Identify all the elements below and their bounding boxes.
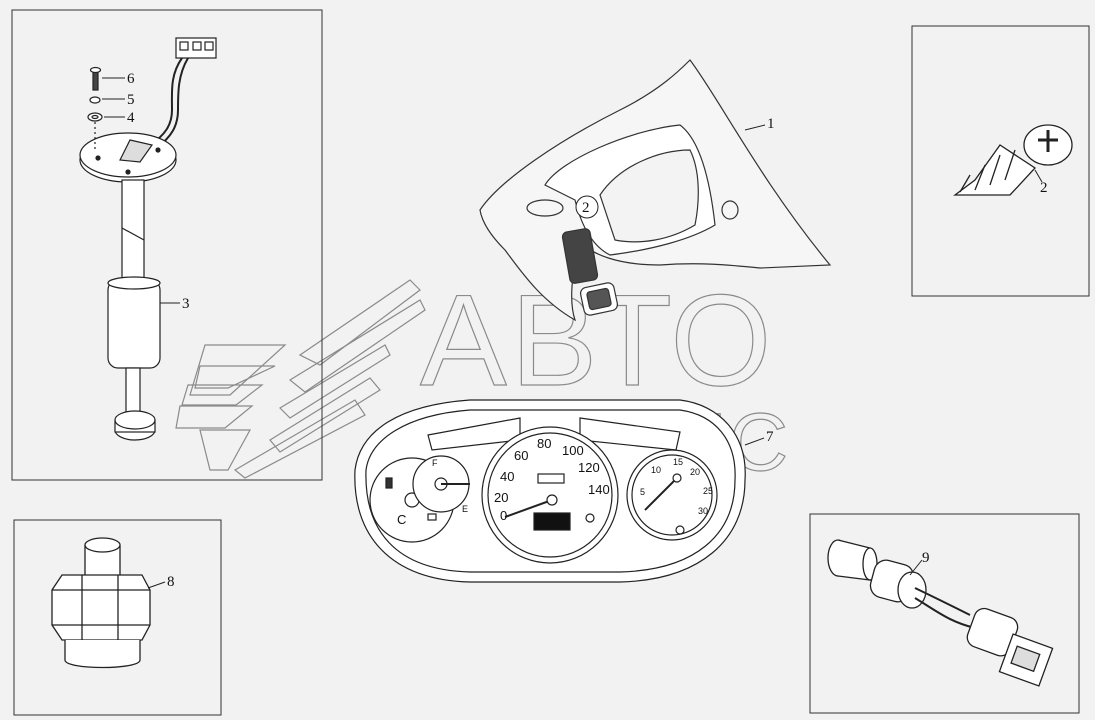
tapping-screw	[953, 124, 1073, 196]
speedo-tick-0: 0	[500, 508, 507, 523]
fuel-label-full: F	[432, 458, 438, 468]
speedo-tick-20: 20	[494, 490, 508, 505]
callout-5: 5	[127, 92, 135, 108]
speedo-tick-100: 100	[562, 443, 584, 458]
callout-4: 4	[127, 110, 135, 126]
instrument-panel-trim	[479, 59, 832, 322]
callout-9: 9	[922, 550, 930, 566]
tacho-tick-5: 5	[640, 487, 645, 497]
temp-label-cold: C	[397, 512, 406, 527]
fuel-level-sender	[79, 37, 217, 441]
watermark-logo	[175, 279, 426, 479]
bulb-socket-harness	[827, 539, 1054, 687]
callout-7: 7	[766, 429, 774, 445]
speedo-tick-40: 40	[500, 469, 514, 484]
callout-2-panel: 2	[582, 200, 590, 216]
tacho-tick-25: 25	[703, 486, 713, 496]
tacho-tick-10: 10	[651, 465, 661, 475]
callout-6: 6	[127, 71, 135, 87]
speedo-tick-120: 120	[578, 460, 600, 475]
callout-8: 8	[167, 574, 175, 590]
callout-1: 1	[767, 116, 775, 132]
tacho-tick-20: 20	[690, 467, 700, 477]
panel-bulb-socket	[809, 513, 1080, 714]
speedo-tick-60: 60	[514, 448, 528, 463]
tacho-tick-30: 30	[698, 506, 708, 516]
instrument-cluster	[354, 399, 746, 583]
panel-sensor	[13, 519, 222, 716]
speedo-tick-140: 140	[588, 482, 610, 497]
callout-2-circle	[575, 195, 599, 219]
fuel-label-empty: E	[462, 504, 468, 514]
panel-fuel-sender	[11, 9, 323, 481]
panel-screw	[911, 25, 1090, 297]
callout-2-screw: 2	[1040, 180, 1048, 196]
tacho-tick-15: 15	[673, 457, 683, 467]
callout-3: 3	[182, 296, 190, 312]
temperature-sensor	[51, 537, 151, 669]
speedo-tick-80: 80	[537, 436, 551, 451]
